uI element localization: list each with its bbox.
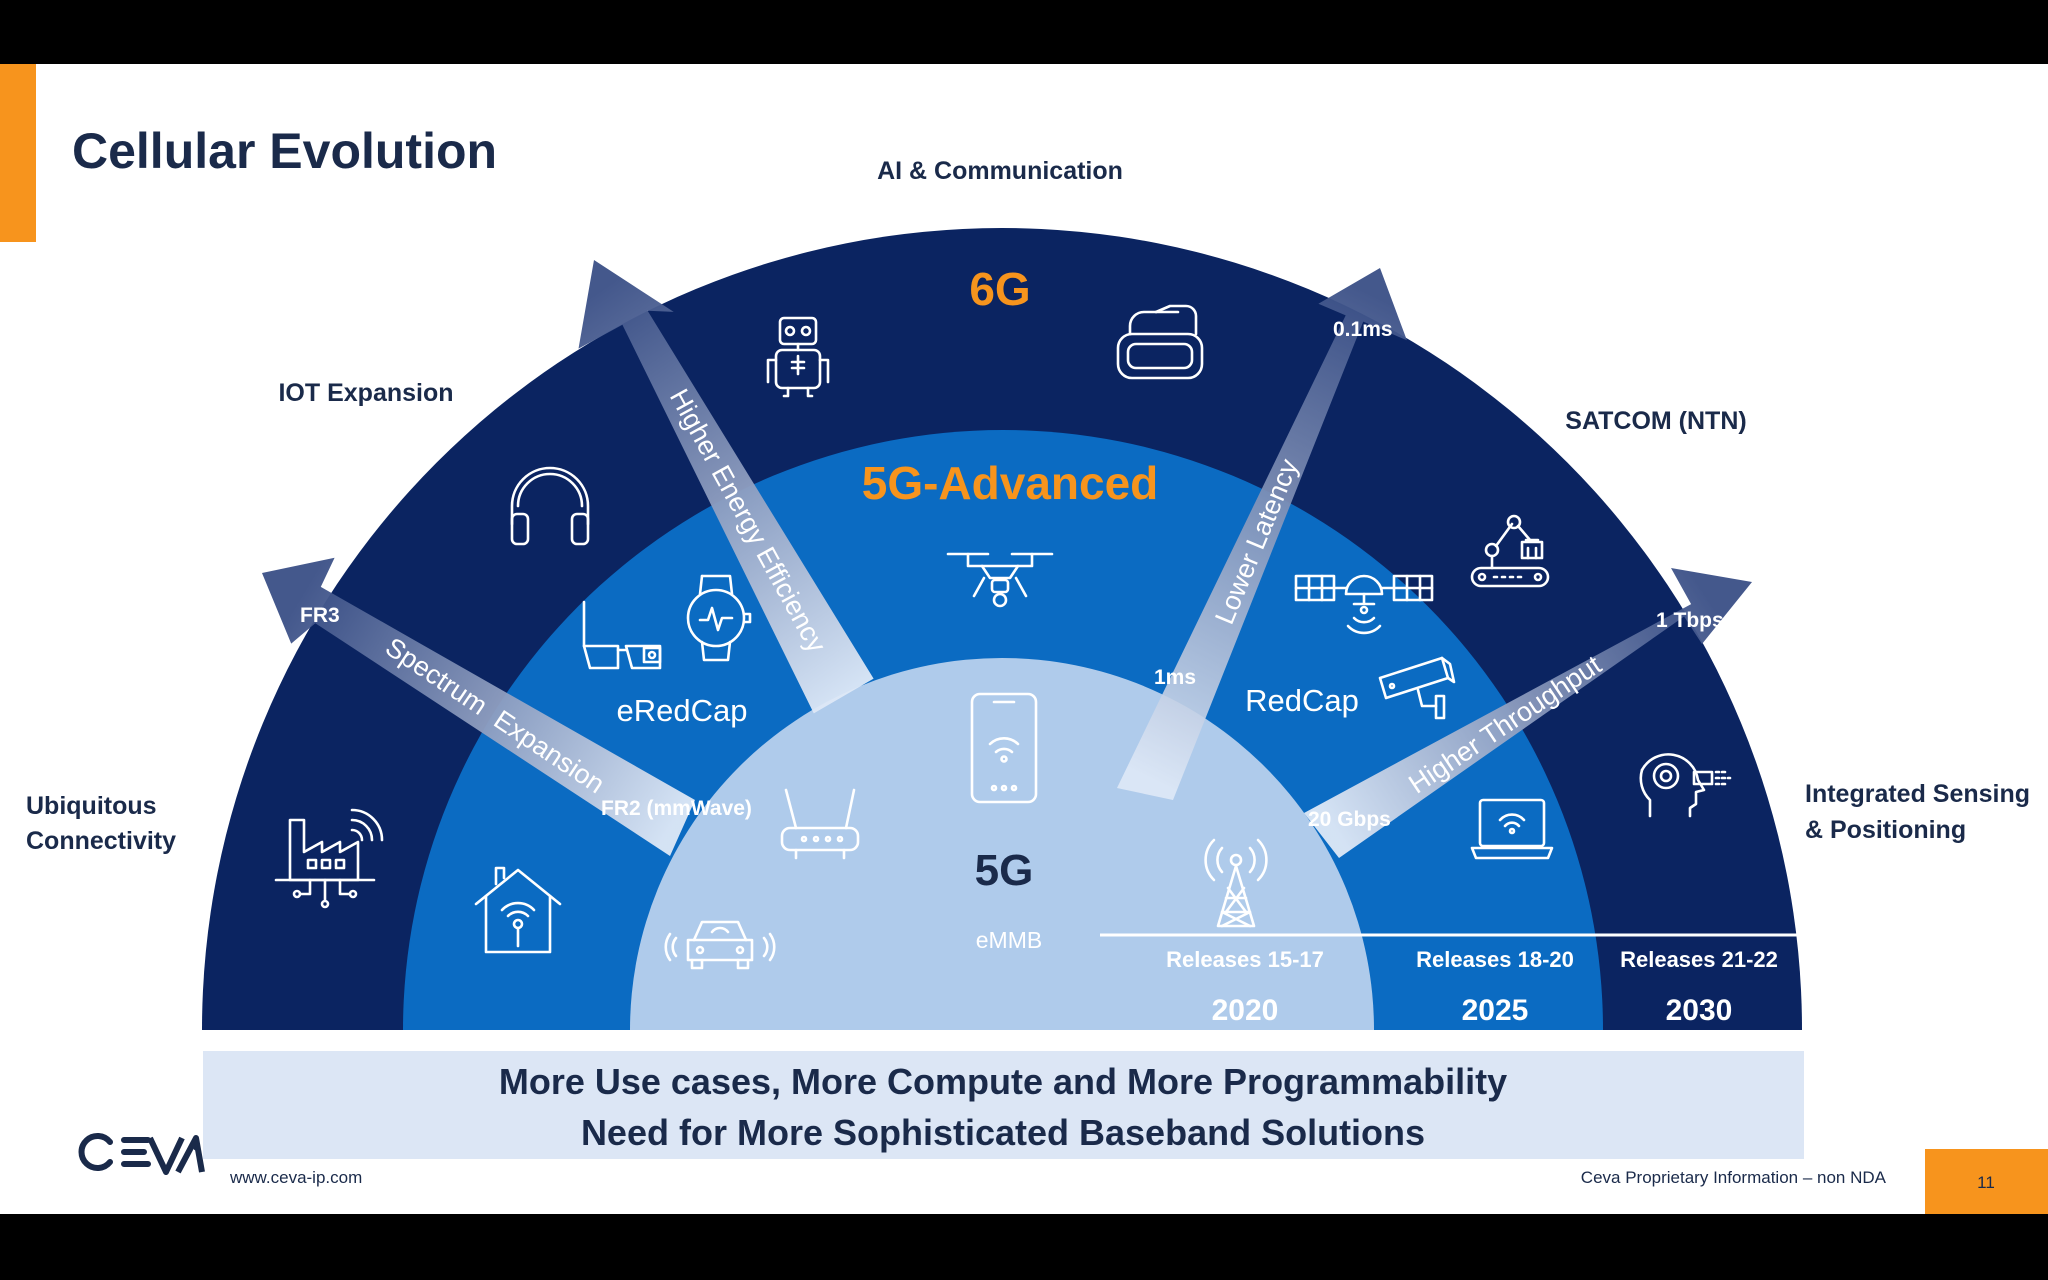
release-15-17: Releases 15-17: [1166, 947, 1324, 972]
car-icon: [664, 920, 776, 970]
arrow-lower-latency: [1117, 268, 1407, 800]
label-eredcap: eRedCap: [617, 693, 748, 728]
vr-headset-icon: [1116, 304, 1204, 380]
banner-line-2: Need for More Sophisticated Baseband Sol…: [581, 1112, 1425, 1153]
label-20gbps: 20 Gbps: [1308, 808, 1391, 831]
bottom-banner: [203, 1051, 1804, 1159]
label-integrated-sensing: Integrated Sensing: [1805, 780, 2030, 808]
gen-5g-advanced: 5G-Advanced: [862, 457, 1159, 509]
label-ubiquitous: Ubiquitous: [26, 792, 157, 820]
router-icon: [780, 788, 860, 860]
year-2025: 2025: [1462, 994, 1529, 1027]
gen-6g: 6G: [969, 263, 1030, 315]
ceva-logo[interactable]: [78, 1133, 205, 1175]
factory-icon: [274, 808, 384, 909]
smartphone-icon: [970, 692, 1038, 804]
laptop-icon: [1470, 798, 1554, 860]
label-fr3: FR3: [300, 604, 340, 627]
smart-glasses-icon: [582, 600, 662, 670]
release-18-20: Releases 18-20: [1416, 947, 1574, 972]
label-fr2: FR2 (mmWave): [601, 797, 752, 820]
house-icon: [474, 866, 562, 954]
release-21-22: Releases 21-22: [1620, 947, 1778, 972]
headphones-icon: [510, 466, 590, 546]
security-camera-icon: [1378, 656, 1456, 720]
label-satcom: SATCOM (NTN): [1565, 407, 1746, 435]
label-1ms: 1ms: [1154, 666, 1196, 689]
label-positioning: & Positioning: [1805, 816, 1966, 844]
page-number-box: [1925, 1149, 2048, 1214]
banner-line-1: More Use cases, More Compute and More Pr…: [499, 1061, 1507, 1102]
satellite-icon: [1294, 574, 1434, 635]
title-accent-bar: [0, 64, 36, 242]
smartwatch-icon: [686, 574, 752, 662]
label-0-1ms: 0.1ms: [1333, 318, 1393, 341]
cell-tower-icon: [1204, 838, 1268, 928]
label-ai-communication: AI & Communication: [877, 157, 1123, 185]
label-emmb: eMMB: [976, 927, 1042, 953]
gen-5g: 5G: [975, 846, 1034, 895]
label-iot-expansion: IOT Expansion: [278, 379, 453, 407]
label-redcap: RedCap: [1245, 683, 1359, 718]
footer-proprietary-note: Ceva Proprietary Information – non NDA: [1581, 1168, 1887, 1187]
arrow-energy-efficiency: [578, 260, 874, 714]
label-connectivity: Connectivity: [26, 827, 176, 855]
footer-url[interactable]: www.ceva-ip.com: [229, 1168, 362, 1187]
slide-title: Cellular Evolution: [72, 123, 497, 179]
sensing-head-icon: [1639, 753, 1732, 818]
label-1tbps: 1 Tbps: [1656, 609, 1724, 632]
robot-arm-icon: [1470, 514, 1550, 588]
year-2030: 2030: [1666, 994, 1733, 1027]
arrow-higher-throughput: [1304, 568, 1752, 858]
page-number: 11: [1977, 1173, 1995, 1192]
drone-icon: [946, 552, 1054, 608]
arrow-spectrum-expansion: [262, 557, 695, 856]
medical-robot-icon: [766, 316, 830, 398]
year-2020: 2020: [1212, 994, 1279, 1027]
